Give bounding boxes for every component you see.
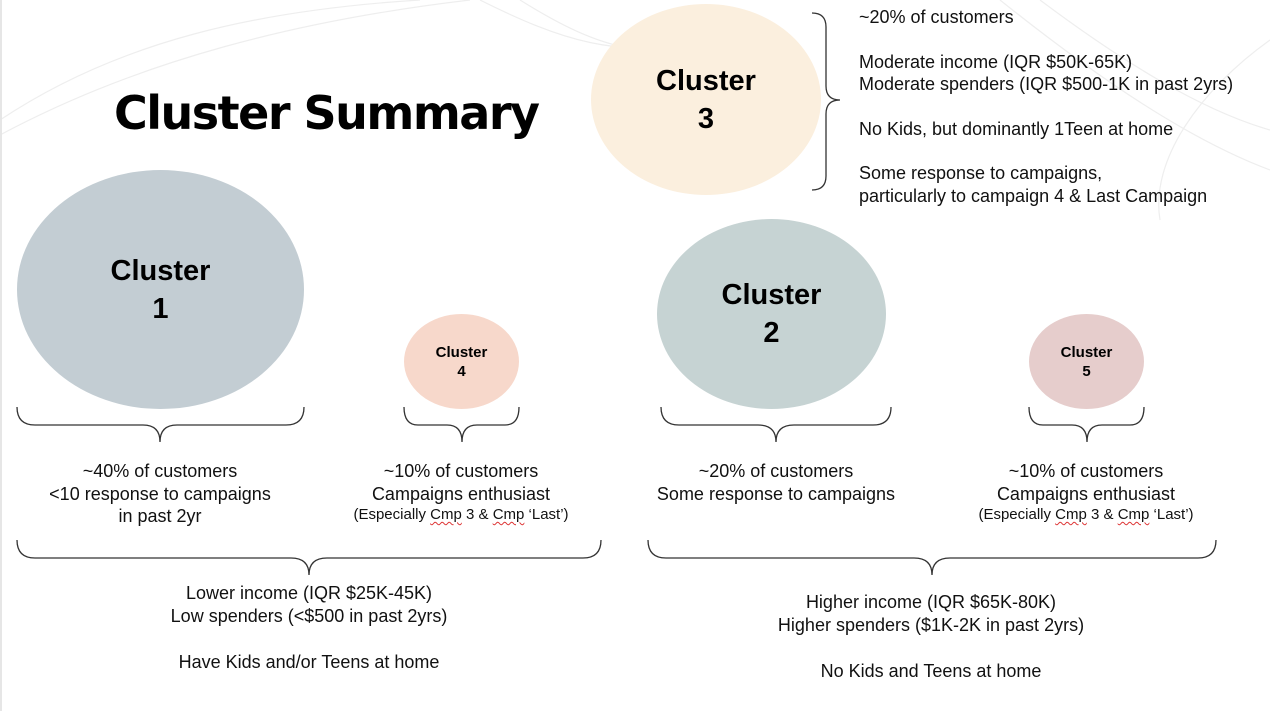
cluster-1-period: in past 2yr xyxy=(118,506,202,526)
cluster-5-circle: Cluster 5 xyxy=(1029,314,1144,409)
cluster-2-circle: Cluster 2 xyxy=(657,219,886,409)
cluster-3-income: Moderate income (IQR $50K-65K) xyxy=(859,51,1133,72)
cluster-1-brace xyxy=(16,406,305,443)
cluster-2-response: Some response to campaigns xyxy=(656,483,896,504)
cluster-4-note: (Especially Cmp 3 & Cmp ‘Last’) xyxy=(353,506,569,523)
cluster-3-campaigns: particularly to campaign 4 & Last Campai… xyxy=(859,185,1208,206)
cluster-5-brace xyxy=(1028,406,1145,443)
cluster-4-description: ~10% of customers Campaigns enthusiast (… xyxy=(331,460,591,525)
cluster-3-brace xyxy=(811,12,841,191)
right-group-household: No Kids and Teens at home xyxy=(820,661,1042,681)
left-group-brace xyxy=(16,539,602,576)
cluster-5-description: ~10% of customers Campaigns enthusiast (… xyxy=(956,460,1216,525)
cluster-2-share: ~20% of customers xyxy=(698,461,854,481)
cluster-5-number: 5 xyxy=(1082,362,1091,380)
page-title: Cluster Summary xyxy=(114,86,540,140)
cluster-4-trait: Campaigns enthusiast xyxy=(371,483,551,504)
cluster-4-brace xyxy=(403,406,520,443)
cluster-3-household: No Kids, but dominantly 1Teen at home xyxy=(859,118,1174,139)
cluster-3-circle: Cluster 3 xyxy=(591,4,821,195)
right-group-income: Higher income (IQR $65K-80K) xyxy=(805,592,1057,612)
cluster-3-response: Some response to campaigns, xyxy=(859,163,1103,183)
cluster-3-description: ~20% of customers Moderate income (IQR $… xyxy=(859,6,1233,207)
cluster-4-share: ~10% of customers xyxy=(383,461,539,481)
cluster-5-trait: Campaigns enthusiast xyxy=(996,483,1176,504)
cluster-4-number: 4 xyxy=(457,362,466,380)
cluster-1-share: ~40% of customers xyxy=(82,461,238,481)
cluster-1-description: ~40% of customers <10 response to campai… xyxy=(30,460,290,528)
cluster-1-number: 1 xyxy=(152,292,169,325)
left-group-description: Lower income (IQR $25K-45K) Low spenders… xyxy=(109,582,509,674)
left-group-spending: Low spenders (<$500 in past 2yrs) xyxy=(170,605,448,626)
cluster-5-note: (Especially Cmp 3 & Cmp ‘Last’) xyxy=(978,506,1194,523)
cluster-5-share: ~10% of customers xyxy=(1008,461,1164,481)
left-group-household: Have Kids and/or Teens at home xyxy=(178,652,440,672)
cluster-3-label: Cluster xyxy=(656,64,756,97)
cluster-5-label: Cluster xyxy=(1060,343,1113,361)
cluster-4-circle: Cluster 4 xyxy=(404,314,519,409)
cluster-1-response: <10 response to campaigns xyxy=(49,483,271,504)
right-group-description: Higher income (IQR $65K-80K) Higher spen… xyxy=(731,591,1131,683)
cluster-4-label: Cluster xyxy=(435,343,488,361)
cluster-2-label: Cluster xyxy=(721,279,822,311)
left-group-income: Lower income (IQR $25K-45K) xyxy=(185,583,433,603)
cluster-1-label: Cluster xyxy=(110,254,211,287)
cluster-2-brace xyxy=(660,406,892,443)
cluster-2-description: ~20% of customers Some response to campa… xyxy=(636,460,916,505)
cluster-2-number: 2 xyxy=(763,317,780,349)
cluster-1-circle: Cluster 1 xyxy=(17,170,304,409)
cluster-3-number: 3 xyxy=(697,102,715,135)
right-group-spending: Higher spenders ($1K-2K in past 2yrs) xyxy=(777,614,1085,635)
right-group-brace xyxy=(647,539,1217,576)
cluster-3-share: ~20% of customers xyxy=(859,7,1014,27)
cluster-3-spending: Moderate spenders (IQR $500-1K in past 2… xyxy=(859,74,1234,94)
